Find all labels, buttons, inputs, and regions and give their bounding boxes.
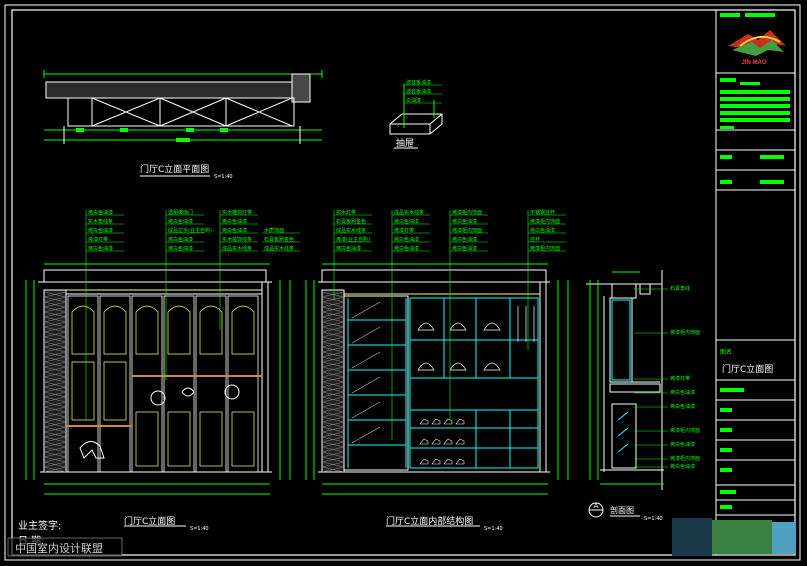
annotation-note: 挂杆: [530, 236, 540, 243]
section-annotation-note: 石膏角线: [670, 285, 690, 292]
watermark-box: [7, 537, 123, 557]
plan-view: [43, 70, 323, 177]
annotation-note: 烤白色油漆: [394, 236, 419, 243]
drawing-name-value: 门厅C立面图: [722, 363, 773, 375]
annotation-note: 烤漆柜内饰面: [452, 209, 482, 216]
annotation-note: 波音板油漆: [406, 88, 431, 95]
internal-dimensions: [305, 263, 569, 495]
annotation-note: 烤白色油漆: [452, 218, 477, 225]
section-annotation-note: 烤漆柜内饰面: [670, 427, 700, 434]
annotation-note: 烤白色油漆: [168, 218, 193, 225]
annotation-note: 波音板油漆: [406, 79, 431, 86]
drawing-name-label: 图名: [720, 348, 732, 356]
annotation-note: 烤漆柜内饰面: [530, 245, 560, 252]
section-annotation-note: 烤漆灯带: [670, 375, 690, 382]
annotation-note: 烤白色油漆: [168, 245, 193, 252]
annotation-note: 成品拉手(业主自购): [168, 227, 212, 234]
watermark-text: 中国室内设计联盟: [15, 541, 103, 555]
internal-title: 门厅C立面内部结构图: [386, 515, 473, 527]
elevation-doors: [67, 295, 259, 473]
title-block: [715, 10, 795, 555]
elevation-hatch-column: [43, 291, 67, 473]
section-annotation-note: 烤白色油漆: [670, 441, 695, 448]
section-title: 剖面图: [610, 505, 634, 515]
section-annotation-note: 烤白色油漆: [670, 463, 695, 470]
owner-signature-label: 业主签字:: [18, 519, 61, 532]
section-marker-letter: A: [594, 502, 599, 510]
annotation-note: 实木灯带: [336, 209, 356, 216]
section-scale: S=1:40: [644, 516, 663, 522]
annotation-note: 烤白色油漆: [88, 227, 113, 234]
company-logo: JIN MAO: [728, 30, 786, 66]
annotation-note: 成品实木线条: [394, 209, 424, 216]
annotation-note: 烤白色油漆: [452, 236, 477, 243]
annotation-note: 烤白色油漆: [394, 218, 419, 225]
annotation-note: 白油漆: [406, 97, 421, 104]
annotation-note: 烤白色油漆: [336, 245, 361, 252]
annotation-note: 烤漆灯带: [88, 236, 108, 243]
internal-shelves: [347, 297, 539, 469]
annotation-note: 实木装饰线条: [222, 236, 252, 243]
annotation-note: 烤白色油漆: [222, 227, 247, 234]
section-view: [586, 270, 664, 490]
sheet-inner-border: [11, 9, 796, 556]
elevation-title: 门厅C立面图: [124, 515, 175, 527]
section-notes: 石膏角线烤漆柜内饰面烤漆灯带烤白色油漆烤白色油漆烤漆柜内饰面烤白色油漆烤漆柜内饰…: [634, 285, 700, 470]
plan-view-title: 门厅C立面平面图: [140, 163, 209, 175]
annotation-note: 木质饰面: [264, 227, 284, 234]
section-annotation-note: 烤白色油漆: [670, 389, 695, 396]
annotation-note: 成品实木线条: [264, 245, 294, 252]
annotation-note: 烤漆柜内饰面: [452, 227, 482, 234]
annotation-note: 烤白色油漆: [530, 227, 555, 234]
annotation-note: 透明玻璃门: [168, 209, 193, 216]
elevation-details: [66, 375, 262, 459]
corner-thumbnail: [672, 518, 796, 556]
internal-scale: S=1:40: [484, 526, 503, 532]
annotation-note: 烤白色油漆: [88, 245, 113, 252]
annotation-note: 烤白色油漆: [394, 245, 419, 252]
internal-hatch-column: [321, 291, 345, 473]
annotation-note: 烤漆(业主自购): [336, 236, 370, 243]
annotation-note: 不锈钢挂杆: [530, 209, 555, 216]
annotation-note: 石膏板刷金色: [264, 236, 294, 243]
annotation-note: 实木雕刻灯带: [222, 209, 252, 216]
annotation-note: 烤漆灯带: [394, 227, 414, 234]
elevation-dimensions: [25, 263, 291, 495]
section-dimensions: [589, 271, 664, 485]
drawer-title: 抽屉: [396, 137, 414, 149]
annotation-note: 成品实木线条: [222, 245, 252, 252]
annotation-note: 烤白色油漆: [222, 218, 247, 225]
section-annotation-note: 烤漆柜内饰面: [670, 329, 700, 336]
section-annotation-note: 烤白色油漆: [670, 403, 695, 410]
annotation-note: 烤白色油漆: [452, 245, 477, 252]
annotation-note: 烤漆柜内饰面: [530, 218, 560, 225]
annotation-note: 烤白色油漆: [168, 236, 193, 243]
sheet-outer-border: [4, 4, 801, 561]
annotation-note: 实木角线条: [88, 218, 113, 225]
section-annotation-note: 烤漆柜内饰面: [670, 455, 700, 462]
annotation-note: 成品实木线条: [336, 227, 366, 234]
annotation-note: 烤白色油漆: [88, 209, 113, 216]
logo-caption: JIN MAO: [741, 60, 766, 66]
annotation-note: 石膏板刷金色: [336, 218, 366, 225]
elevation-scale: S=1:40: [190, 526, 209, 532]
plan-view-scale: S=1:40: [214, 174, 233, 180]
